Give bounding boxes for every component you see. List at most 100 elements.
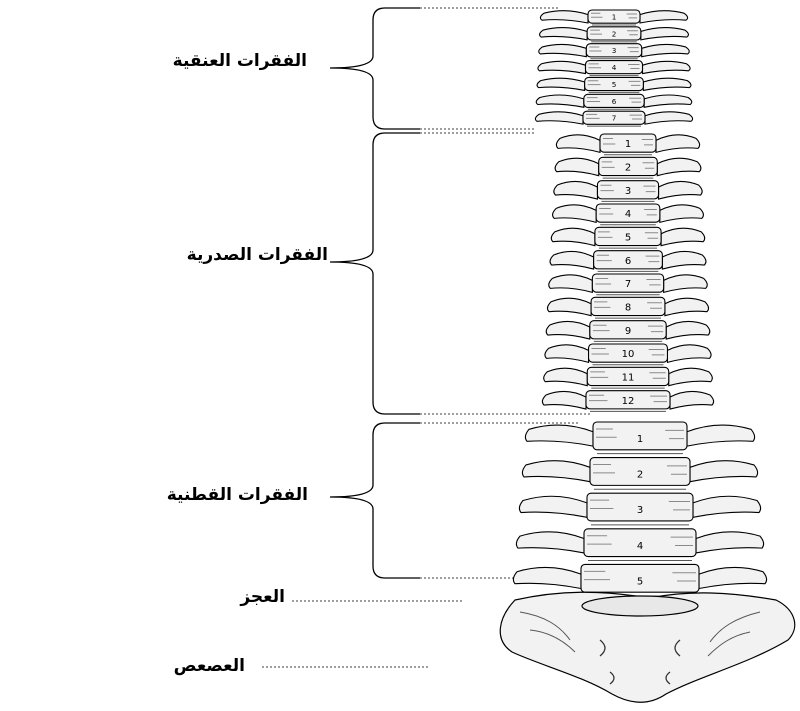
transverse-process-left — [519, 496, 587, 517]
transverse-process-right — [664, 275, 708, 293]
transverse-process-right — [666, 321, 710, 339]
thoracic-vertebra: 1 — [556, 134, 699, 155]
vertebra-number: 2 — [637, 470, 643, 481]
cervical-vertebra: 1 — [540, 10, 687, 25]
sacrum-bone — [500, 592, 795, 702]
coccyx-label: العصعص — [174, 656, 245, 676]
vertebra-number: 4 — [612, 63, 617, 72]
transverse-process-right — [665, 298, 709, 316]
vertebra-number: 6 — [612, 97, 617, 106]
transverse-process-right — [657, 158, 701, 176]
thoracic-bracket — [330, 133, 420, 414]
cervical-bracket — [330, 8, 420, 129]
thoracic-vertebra: 10 — [545, 344, 711, 365]
transverse-process-left — [538, 61, 586, 73]
transverse-process-left — [540, 11, 588, 23]
thoracic-vertebra: 2 — [555, 157, 701, 178]
transverse-process-right — [659, 181, 703, 199]
vertebra-number: 11 — [622, 372, 635, 383]
transverse-process-left — [556, 135, 600, 153]
vertebra-number: 1 — [637, 434, 643, 445]
transverse-process-left — [553, 205, 597, 223]
transverse-process-left — [535, 112, 583, 124]
transverse-process-right — [699, 567, 767, 588]
transverse-process-left — [540, 28, 588, 40]
transverse-process-right — [696, 532, 764, 553]
transverse-process-right — [670, 391, 714, 409]
cervical-vertebra: 7 — [535, 111, 692, 126]
transverse-process-left — [537, 78, 585, 90]
transverse-process-left — [522, 461, 590, 482]
vertebra-number: 2 — [612, 29, 617, 38]
transverse-process-right — [690, 461, 758, 482]
vertebra-number: 5 — [625, 232, 631, 243]
transverse-process-right — [641, 28, 689, 40]
transverse-process-left — [544, 368, 588, 386]
lumbar-vertebra: 4 — [516, 529, 763, 561]
thoracic-vertebra: 4 — [553, 204, 704, 225]
vertebra-number: 8 — [625, 302, 631, 313]
transverse-process-right — [693, 496, 761, 517]
lumbar-vertebra: 3 — [519, 493, 760, 525]
thoracic-vertebra: 3 — [554, 181, 702, 202]
transverse-process-left — [536, 95, 584, 107]
lumbar-vertebra: 2 — [522, 458, 757, 490]
transverse-process-right — [640, 11, 688, 23]
thoracic-vertebra: 5 — [551, 227, 704, 248]
transverse-process-left — [542, 391, 586, 409]
transverse-process-left — [546, 321, 590, 339]
transverse-process-left — [551, 228, 595, 246]
transverse-process-left — [547, 298, 591, 316]
lumbar-vertebra: 1 — [525, 422, 754, 454]
cervical-vertebra: 5 — [537, 77, 691, 92]
vertebra-number: 3 — [612, 46, 617, 55]
transverse-process-right — [645, 112, 693, 124]
transverse-process-right — [669, 368, 713, 386]
vertebra-number: 6 — [625, 256, 631, 267]
vertebra-number: 4 — [637, 541, 643, 552]
transverse-process-left — [539, 44, 587, 56]
vertebra-number: 7 — [625, 279, 631, 290]
region-brackets — [330, 8, 420, 578]
vertebra-number: 2 — [625, 162, 631, 173]
transverse-process-right — [687, 425, 755, 446]
cervical-vertebra: 2 — [540, 27, 689, 42]
transverse-process-left — [545, 345, 589, 363]
transverse-process-left — [555, 158, 599, 176]
vertebra-number: 4 — [625, 209, 631, 220]
vertebra-number: 7 — [612, 114, 617, 123]
vertebra-number: 3 — [625, 186, 631, 197]
transverse-process-right — [642, 44, 690, 56]
vertebra-number: 5 — [637, 576, 643, 587]
transverse-process-right — [643, 61, 691, 73]
sacrum-label: العجز — [240, 587, 285, 607]
transverse-process-right — [660, 205, 704, 223]
cervical-vertebrae-label: الفقرات العنقية — [173, 51, 307, 71]
thoracic-vertebra: 9 — [546, 321, 710, 342]
thoracic-vertebra: 7 — [549, 274, 707, 295]
vertebra-number: 5 — [612, 80, 617, 89]
lumbar-bracket — [330, 423, 420, 578]
transverse-process-right — [667, 345, 711, 363]
vertebra-number: 1 — [612, 12, 617, 21]
vertebra-number: 9 — [625, 326, 631, 337]
thoracic-vertebra: 6 — [550, 251, 706, 272]
thoracic-vertebrae-label: الفقرات الصدرية — [187, 245, 328, 265]
transverse-process-right — [661, 228, 705, 246]
thoracic-vertebra: 12 — [542, 391, 713, 412]
vertebra-number: 10 — [622, 349, 635, 360]
transverse-process-right — [656, 135, 700, 153]
transverse-process-left — [513, 567, 581, 588]
thoracic-vertebra: 11 — [544, 367, 713, 388]
transverse-process-left — [554, 181, 598, 199]
transverse-process-right — [662, 251, 706, 269]
vertebra-number: 3 — [637, 505, 643, 516]
transverse-process-right — [644, 95, 692, 107]
transverse-process-left — [525, 425, 593, 446]
lumbar-vertebra: 5 — [513, 564, 766, 596]
cervical-vertebra: 4 — [538, 61, 690, 76]
cervical-vertebra: 6 — [536, 94, 692, 109]
transverse-process-left — [549, 275, 593, 293]
